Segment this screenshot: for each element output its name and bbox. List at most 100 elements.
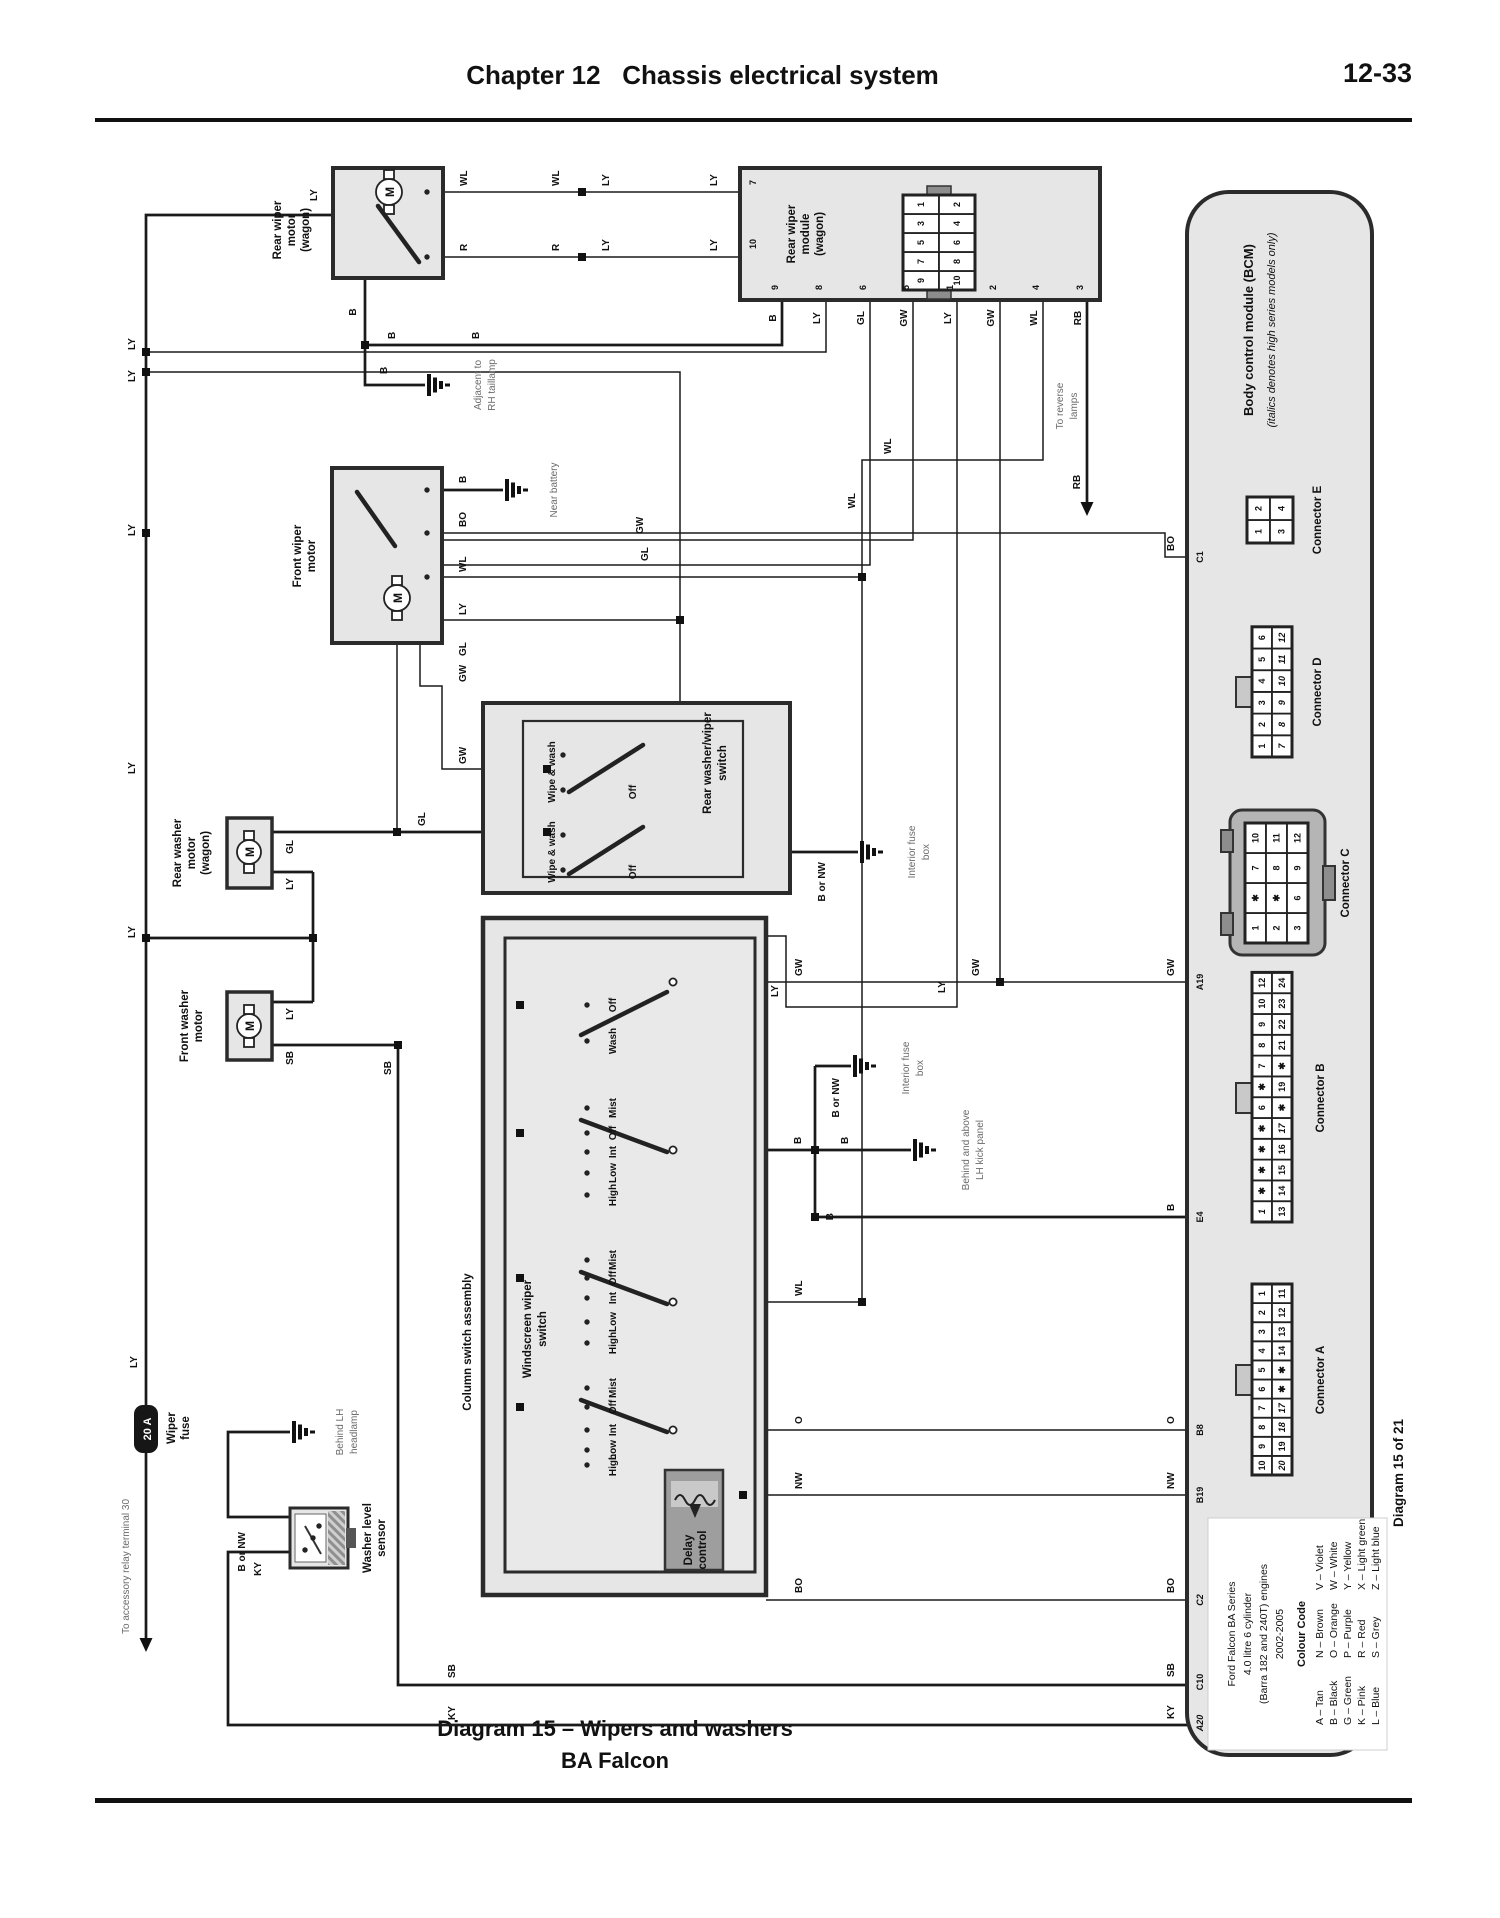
connector-pin-number: 6 [1257,1105,1267,1110]
component-label: Connector B [1315,1064,1327,1133]
wire-label: BO [1166,536,1177,551]
connector-pin-number: 9 [1257,1022,1267,1027]
connector-pin-number: 5 [1257,657,1267,662]
component-label: Body control module (BCM) [1241,244,1256,416]
wire-label: B [1166,1204,1177,1211]
connector-pin-number: 12 [1293,833,1303,843]
switch-contact-dot [584,1130,590,1136]
connector-pin-number: 22 [1277,1019,1287,1029]
connector-pin-number: 8 [1272,865,1282,870]
motor-letter: M [243,847,257,857]
connector-pin-number: 1 [916,202,926,207]
washer-ly-net [146,870,315,1004]
connector-pin-number: ✱ [1277,1103,1287,1111]
diagram-subtitle: BA Falcon [561,1748,669,1773]
gw-rear-switch-wire [419,300,914,770]
gl-module-wire [396,300,871,832]
pin-label: C2 [1195,1594,1205,1606]
switch-contact-dot [584,1404,590,1410]
location-label: Interior fuse [901,1041,912,1094]
connector-pin-number: ✱ [1251,894,1261,902]
connector-pin-number: ✱ [1277,1385,1287,1393]
wire-label: B or NW [817,861,828,901]
connector-pin-number: 6 [1293,895,1303,900]
wire-label: Off [608,1270,619,1285]
connector-b-tab [1235,1082,1253,1114]
wire-label: LY [709,239,720,251]
wire-junction [516,1274,524,1282]
location-label: headlamp [349,1410,360,1454]
wire-label: Low [608,1312,619,1332]
legend-text: (Barra 182 and 240T) engines [1258,1564,1270,1704]
sb-wire [272,1043,1187,1687]
connector-pin-number: 8 [952,259,962,264]
connector-outline [1250,1282,1294,1477]
wire-label: B [471,332,482,339]
wire-label: Int [608,1423,619,1436]
wire-junction [394,1041,402,1049]
wire-label: GW [1166,958,1177,976]
wire-junction [516,1001,524,1009]
wire-label: GL [285,840,296,854]
switch-contact-dot [584,1295,590,1301]
wire-label: BO [1166,1578,1177,1593]
pin-label: B19 [1195,1487,1205,1504]
wire-junction [142,368,150,376]
connector-pin-number: 4 [1257,679,1267,684]
connector-c-ear-left [1220,912,1234,936]
wire-junction [811,1146,819,1154]
wire-label: GW [794,958,805,976]
wire-label: Off [608,1125,619,1140]
connector-outline [1250,970,1294,1224]
component-label: (wagon) [300,208,312,252]
wire-label: Int [608,1291,619,1304]
wiper-motor-module-wires [443,191,740,258]
connector-pin-number: 10 [952,275,962,285]
b-ground-branch [363,278,425,387]
front-wiper-motor-tab2 [391,575,403,586]
connector-pin-number: 24 [1277,978,1287,988]
switch-contact-dot [584,1462,590,1468]
wire-label: WL [794,1280,805,1296]
wire-label: LY [285,1008,296,1020]
connector-pin-number: 2 [952,202,962,207]
component-label: (wagon) [200,831,212,875]
switch-contact-dot [424,574,430,580]
switch-contact-dot [424,487,430,493]
wire-label: Mist [608,1249,619,1270]
connector-pin-number: 11 [1272,833,1282,843]
wire-label: GW [458,664,469,682]
pin-label: 6 [858,285,868,290]
location-label: To reverse [1055,382,1066,429]
wire-label: WL [847,493,858,509]
component-label: Connector A [1315,1346,1327,1415]
wire-label: SB [447,1664,458,1678]
wire-label: Off [608,1399,619,1414]
location-label: Near battery [549,462,560,517]
wire-junction [393,828,401,836]
switch-contact-dot [584,1340,590,1346]
legend-text: 2002-2005 [1274,1609,1286,1659]
connector-pin-number: 17 [1277,1402,1287,1413]
wire-label: Off [628,864,639,879]
wire-label: GW [458,746,469,764]
legend-text: Y – Yellow [1342,1541,1354,1590]
connector-pin-number: 6 [1257,1387,1267,1392]
connector-pin-number: 4 [1257,1348,1267,1353]
connector-pin-number: 8 [1257,1425,1267,1430]
wire-label: WL [1029,310,1040,326]
rear-wiper-motor-tab [383,204,395,215]
connector-pin-number: 1 [1257,744,1267,749]
wire-label: SB [1166,1663,1177,1677]
wire-label: WL [459,170,470,186]
wire-label: LY [127,762,138,774]
pin-label: B8 [1195,1424,1205,1436]
wire-label: Wash [608,1028,619,1054]
rear-washer-motor-tab [243,863,255,874]
connector-pin-number: 16 [1277,1144,1287,1154]
connector-pin-number: 6 [952,240,962,245]
